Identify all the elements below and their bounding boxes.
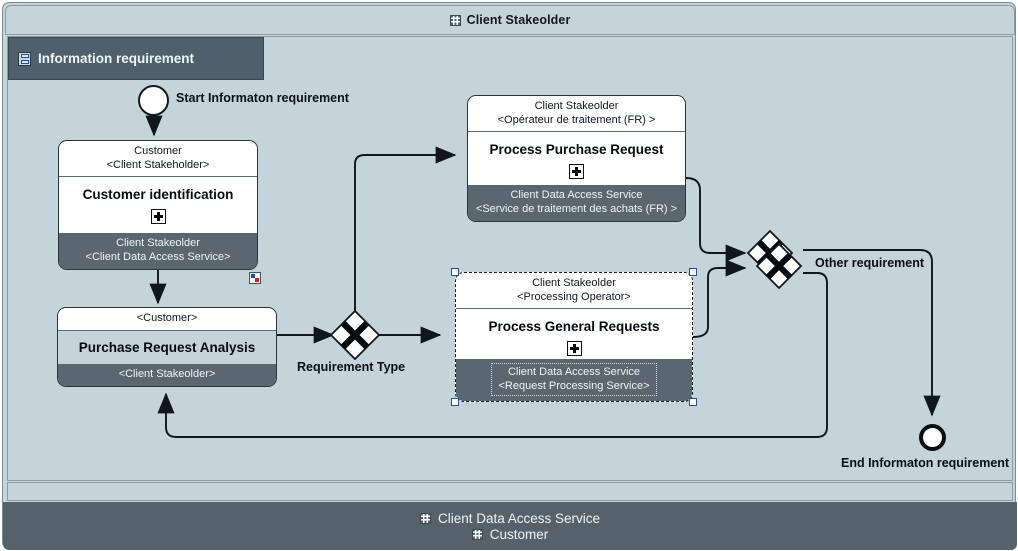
footer-line-2: Customer [471, 526, 549, 542]
task-footer: <Client Stakeolder> [58, 363, 276, 386]
task-body: Customer identification [59, 177, 257, 233]
task-footer-line-1: Client Data Access Service [507, 366, 641, 378]
task-header: Customer <Client Stakeholder> [59, 141, 257, 177]
pool-footer: Client Data Access Service Customer [3, 502, 1017, 550]
task-footer-line-2: <Request Processing Service> [498, 379, 650, 392]
task-header: <Customer> [58, 308, 276, 331]
task-footer: Client Data Access Service <Request Proc… [456, 359, 692, 401]
marker-red [255, 278, 259, 282]
selection-handle-top-left[interactable] [451, 268, 459, 276]
lane-empty-strip [7, 482, 1013, 501]
task-purchase-request-analysis[interactable]: <Customer> Purchase Request Analysis <Cl… [57, 307, 277, 387]
end-event[interactable] [919, 424, 946, 451]
task-footer: Client Stakeolder <Client Data Access Se… [59, 233, 257, 269]
gateway-requirement-type-label: Requirement Type [297, 360, 406, 374]
task-header: Client Stakeolder <Opérateur de traiteme… [468, 96, 685, 132]
grid-icon [471, 528, 483, 540]
task-title: Purchase Request Analysis [78, 339, 256, 355]
task-body: Process General Requests [456, 309, 692, 359]
grid-icon [419, 512, 431, 524]
sub-process-plus-icon[interactable] [569, 164, 584, 179]
grid-icon [449, 14, 461, 26]
task-title: Process General Requests [488, 319, 660, 334]
start-event-label: Start Informaton requirement [176, 91, 349, 105]
task-body: Purchase Request Analysis [58, 330, 276, 364]
selection-handle-bottom-right[interactable] [689, 398, 697, 406]
task-header: Client Stakeolder <Processing Operator> [456, 273, 692, 309]
task-title: Process Purchase Request [489, 142, 664, 157]
selection-handle-top-right[interactable] [689, 268, 697, 276]
status-marker-icon[interactable] [249, 272, 261, 284]
document-icon [18, 51, 31, 66]
task-process-general-requests[interactable]: Client Stakeolder <Processing Operator> … [455, 272, 693, 402]
task-footer-selection: Client Data Access Service <Request Proc… [491, 363, 657, 396]
sub-process-plus-icon[interactable] [150, 209, 166, 224]
selection-handle-bottom-left[interactable] [451, 398, 459, 406]
start-event[interactable] [138, 85, 169, 116]
gateway-requirement-type[interactable] [330, 310, 380, 360]
task-title: Customer identification [82, 187, 234, 202]
lane-title: Information requirement [38, 51, 195, 66]
pool-title: Client Stakeolder [466, 13, 571, 27]
lane-header[interactable]: Information requirement [8, 37, 264, 80]
task-customer-identification[interactable]: Customer <Client Stakeholder> Customer i… [58, 140, 258, 270]
task-body: Process Purchase Request [468, 132, 685, 185]
gateway-other-requirement[interactable] [744, 228, 808, 292]
footer-label-client-data-access-service: Client Data Access Service [437, 510, 601, 526]
sub-process-plus-icon[interactable] [566, 341, 582, 356]
footer-line-1: Client Data Access Service [419, 510, 601, 526]
task-process-purchase-request[interactable]: Client Stakeolder <Opérateur de traiteme… [467, 95, 686, 222]
footer-label-customer: Customer [489, 526, 549, 542]
gateway-other-requirement-label: Other requirement [815, 256, 925, 270]
pool-header: Client Stakeolder [5, 5, 1015, 35]
end-event-label: End Informaton requirement [841, 456, 1010, 470]
task-footer: Client Data Access Service <Service de t… [468, 185, 685, 221]
